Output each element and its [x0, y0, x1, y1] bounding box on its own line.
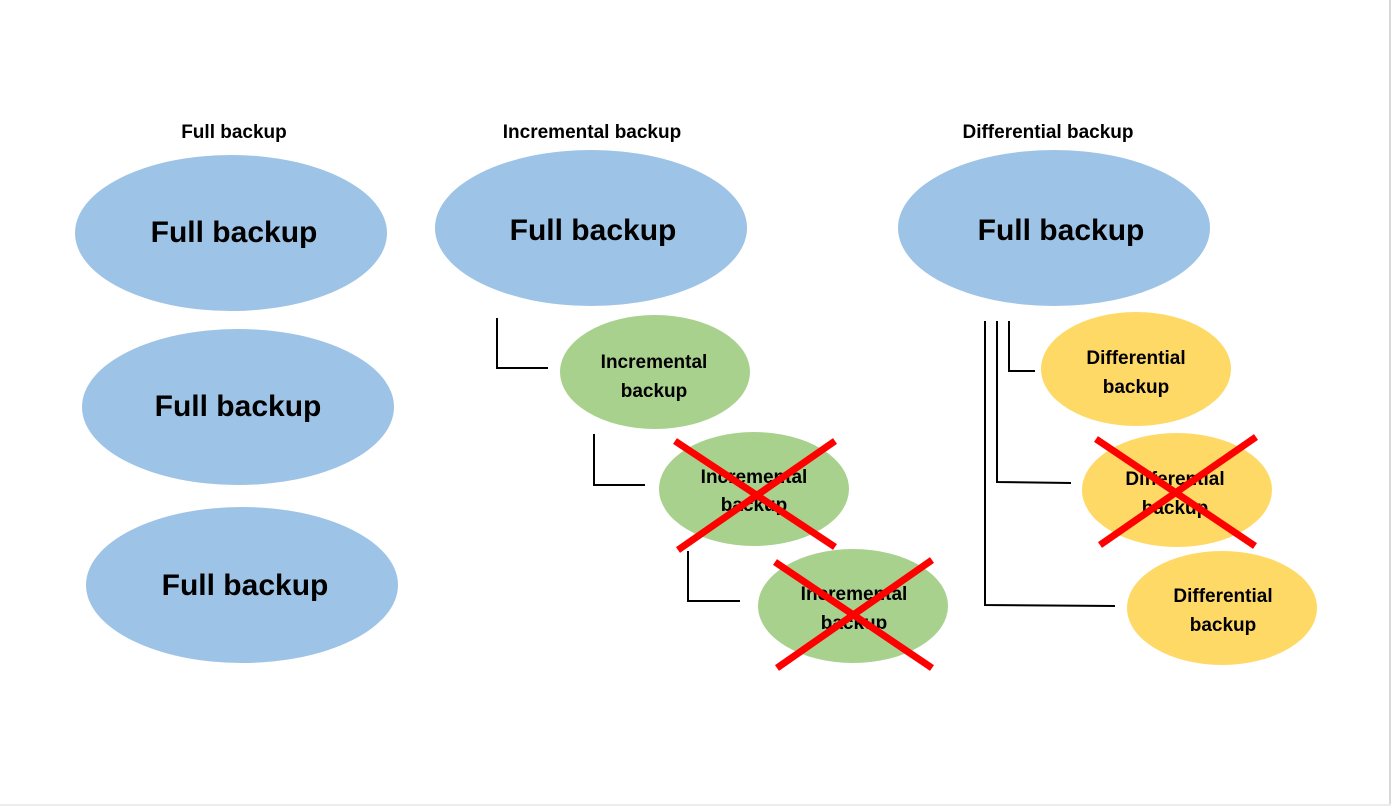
incremental-node-1-line2: backup: [621, 381, 688, 402]
incremental-node-1-line1: Incremental: [601, 352, 708, 373]
incremental-connector-1: [496, 318, 548, 369]
incremental-root-ellipse: [435, 150, 747, 306]
full-node-2-ellipse: [82, 329, 394, 485]
incremental-connector-3: [687, 551, 740, 602]
differential-root-node: Full backup: [898, 150, 1210, 306]
incremental-node-2: Incremental backup: [659, 432, 849, 553]
differential-backup-column-title: Differential backup: [962, 122, 1133, 143]
full-node-2-label: Full backup: [155, 390, 322, 423]
cross-stroke: [1098, 434, 1258, 548]
incremental-root-node: Full backup: [435, 150, 747, 306]
incremental-node-1: Incremental backup: [560, 315, 750, 429]
incremental-node-2-delete-cross-icon: [673, 438, 837, 553]
full-column-node-1: Full backup: [75, 155, 387, 311]
differential-node-3: Differential backup: [1127, 551, 1317, 665]
differential-node-3-line2: backup: [1190, 615, 1257, 636]
full-node-3-label: Full backup: [162, 569, 329, 602]
incremental-root-label: Full backup: [510, 214, 677, 247]
differential-node-3-line1: Differential: [1173, 586, 1272, 607]
right-edge-divider: [1389, 0, 1391, 806]
cross-stroke: [676, 438, 837, 553]
full-node-1-label: Full backup: [151, 216, 318, 249]
differential-node-1-line2: backup: [1103, 377, 1170, 398]
differential-root-label: Full backup: [978, 214, 1145, 247]
differential-node-1: Differential backup: [1041, 312, 1231, 426]
full-backup-column-title: Full backup: [181, 122, 287, 143]
incremental-node-3-ellipse: [758, 549, 948, 663]
differential-node-2: Differential backup: [1082, 433, 1272, 549]
full-column-node-3: Full backup: [86, 507, 398, 663]
cross-stroke: [774, 557, 935, 671]
incremental-connector-2: [593, 434, 645, 486]
incremental-node-3-delete-cross-icon: [773, 557, 935, 671]
differential-node-3-ellipse: [1127, 551, 1317, 665]
full-column-node-2: Full backup: [82, 329, 394, 485]
incremental-node-3: Incremental backup: [758, 549, 948, 671]
differential-node-1-line1: Differential: [1086, 348, 1185, 369]
incremental-backup-column-title: Incremental backup: [503, 122, 681, 143]
full-node-1-ellipse: [75, 155, 387, 311]
differential-node-2-delete-cross-icon: [1094, 434, 1258, 549]
differential-connector-1: [1008, 321, 1035, 372]
differential-root-ellipse: [898, 150, 1210, 306]
full-node-3-ellipse: [86, 507, 398, 663]
bottom-edge-divider: [0, 804, 1391, 806]
differential-node-1-ellipse: [1041, 312, 1231, 426]
incremental-node-1-ellipse: [560, 315, 750, 429]
differential-connector-3: [984, 321, 1116, 607]
differential-connector-2: [996, 321, 1072, 484]
